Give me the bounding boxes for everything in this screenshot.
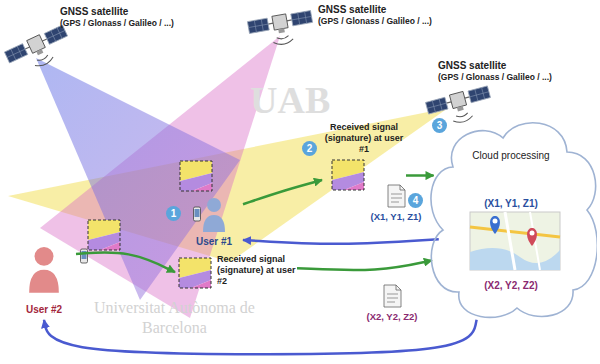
signal-arrow: [76, 252, 175, 272]
map-illustration: [527, 228, 537, 246]
signal-arrow: [44, 320, 477, 354]
satellite-label-text: GNSS satellite: [438, 60, 588, 72]
signal-signature: [179, 258, 211, 288]
cloud-processing-text: (X2, Y2, Z2): [425, 280, 597, 292]
map-illustration: [530, 231, 535, 236]
satellite-label: GNSS satellite(GPS / Glonass / Galileo /…: [318, 4, 468, 26]
satellite-label: GNSS satellite(GPS / Glonass / Galileo /…: [60, 6, 210, 28]
map-illustration: [470, 227, 560, 237]
document-icon: [388, 185, 405, 207]
signal-signature: [332, 160, 364, 190]
cloud-processing-text: Cloud processing: [425, 150, 597, 162]
satellite-label-text: GNSS satellite: [318, 4, 468, 16]
user: User #2: [12, 232, 76, 320]
signal-arrow: [406, 174, 434, 177]
callout-number: 1: [166, 206, 181, 221]
satellite-label: GNSS satellite(GPS / Glonass / Galileo /…: [438, 60, 588, 82]
map-illustration: [470, 212, 560, 270]
signal-beam: [36, 58, 240, 300]
signal-box-text: Received signal (signature) at user #1: [322, 122, 406, 154]
map-illustration: [493, 219, 498, 224]
satellite-label-text: GNSS satellite: [60, 6, 210, 18]
map-illustration: [490, 216, 500, 234]
user-icon: [203, 198, 225, 232]
user-text: User #1: [185, 236, 243, 248]
user-icon: [29, 247, 59, 293]
received-window: [88, 220, 120, 250]
signal-arrow: [297, 260, 432, 270]
satellite-icon: [4, 24, 74, 78]
signal-arrow: [243, 180, 322, 204]
document: (X2, Y2, Z2): [352, 283, 432, 324]
satellite-label-text: (GPS / Glonass / Galileo / ...): [60, 18, 210, 28]
document-text: (X1, Y1, Z1): [356, 211, 436, 222]
callout-number: 4: [408, 193, 423, 208]
watermark: UAB: [250, 78, 330, 122]
document: (X1, Y1, Z1): [356, 183, 436, 224]
satellite-label-text: (GPS / Glonass / Galileo / ...): [438, 72, 588, 82]
received-window: [180, 161, 212, 191]
satellite-icon: [247, 10, 315, 50]
phone-icon: [81, 249, 88, 263]
document-text: (X2, Y2, Z2): [352, 311, 432, 322]
cloud-processing-text: (X1, Y1, Z1): [425, 198, 597, 210]
signal-box: Received signal (signature) at user #2: [175, 250, 297, 290]
signal-box-text: Received signal (signature) at user #2: [217, 254, 297, 286]
document-icon: [384, 285, 401, 307]
signal-box: Received signal (signature) at user #1: [322, 122, 406, 196]
watermark: Universitat Autònoma de Barcelona: [92, 298, 257, 338]
map-illustration: [505, 212, 515, 270]
cloud-processing: Cloud processing (X1, Y1, Z1) (X2, Y2, Z2): [425, 112, 597, 324]
cloud-outline: [425, 112, 597, 324]
callout-number: 3: [432, 118, 447, 133]
user-text: User #2: [12, 304, 76, 316]
map-illustration: [470, 212, 560, 270]
signal-arrow: [243, 239, 439, 244]
phone-icon: [194, 207, 201, 221]
callout-number: 2: [302, 141, 317, 156]
user: User #1: [185, 196, 243, 251]
satellite-label-text: (GPS / Glonass / Galileo / ...): [318, 16, 468, 26]
